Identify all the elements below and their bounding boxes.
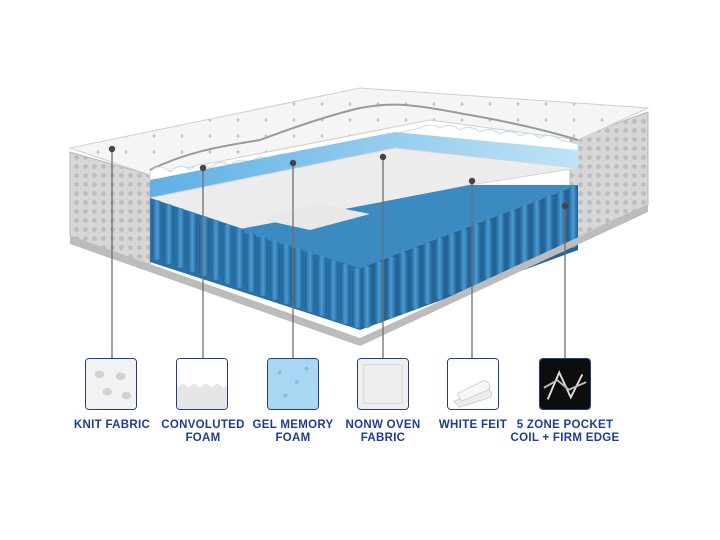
coil-right <box>422 242 433 305</box>
coil-left <box>187 212 198 272</box>
convoluted-foam-dot <box>199 164 207 172</box>
coil-left <box>316 256 327 316</box>
leader-lines <box>111 149 566 358</box>
label-line-1: GEL MEMORY <box>252 419 334 431</box>
convoluted-foam-icon <box>176 358 228 410</box>
coil-left <box>328 260 339 320</box>
knit-fabric-icon <box>85 358 137 410</box>
label-line-2: FABRIC <box>360 432 406 444</box>
coil-right <box>398 251 409 314</box>
coil-right <box>410 247 421 310</box>
coil-right <box>531 200 542 263</box>
coil-right <box>458 228 469 291</box>
coil-right <box>362 266 372 328</box>
label-line-1: 5 ZONE POCKET <box>516 419 614 431</box>
coil-right <box>543 195 554 258</box>
gel-memory-foam-icon <box>267 358 319 410</box>
label-line-1: WHITE FEIT <box>438 419 508 431</box>
coil-left <box>352 268 362 328</box>
label-gel-memory-foam: GEL MEMORY FOAM <box>238 419 348 445</box>
coil-left <box>257 236 268 296</box>
white-felt-dot <box>468 177 476 185</box>
coil-left <box>293 248 304 308</box>
coil-right <box>495 214 506 277</box>
nonwoven-fabric-icon <box>357 358 409 410</box>
torn-cover-edge <box>149 103 579 171</box>
label-knit-fabric: KNIT FABRIC <box>57 419 167 432</box>
coil-left <box>163 204 174 264</box>
coil-left <box>152 200 162 260</box>
label-line-2: FOAM <box>185 432 221 444</box>
label-line-1: CONVOLUTED <box>161 419 245 431</box>
coil-left <box>269 240 280 300</box>
pocket-coil-icon <box>539 358 591 410</box>
label-white-felt: WHITE FEIT <box>418 419 528 432</box>
coil-right <box>483 218 494 281</box>
label-line-1: NONW OVEN <box>345 419 421 431</box>
label-line-2: FOAM <box>275 432 311 444</box>
coil-left <box>222 224 233 284</box>
label-line-1: KNIT FABRIC <box>73 419 151 431</box>
coil-left <box>210 220 221 280</box>
gel-memory-foam-dot <box>289 159 297 167</box>
label-line-2: COIL + FIRM EDGE <box>510 432 620 444</box>
nonwoven-fabric-dot <box>379 153 387 161</box>
coil-left <box>304 252 315 312</box>
coil-left <box>234 228 245 288</box>
gel-memory-foam-layer <box>150 132 578 200</box>
label-convoluted-foam: CONVOLUTED FOAM <box>148 419 258 445</box>
coil-left <box>175 208 186 268</box>
coil-right <box>386 256 397 319</box>
coil-left <box>340 264 351 324</box>
coil-right <box>519 204 530 267</box>
label-nonwoven-fabric: NONW OVEN FABRIC <box>328 419 438 445</box>
label-pocket-coil: 5 ZONE POCKET COIL + FIRM EDGE <box>510 419 620 445</box>
knit-fabric-dot <box>108 145 116 153</box>
pocket-coil-dot <box>561 202 569 210</box>
coil-left <box>246 232 257 292</box>
coil-right <box>471 223 482 286</box>
coil-left <box>281 244 292 304</box>
coil-right <box>568 186 578 248</box>
coil-right <box>507 209 518 272</box>
coil-left <box>199 216 210 276</box>
coil-right <box>446 233 457 296</box>
leader-dots <box>108 145 569 210</box>
coil-right <box>434 237 445 300</box>
white-felt-icon <box>447 358 499 410</box>
coil-right <box>374 261 385 324</box>
